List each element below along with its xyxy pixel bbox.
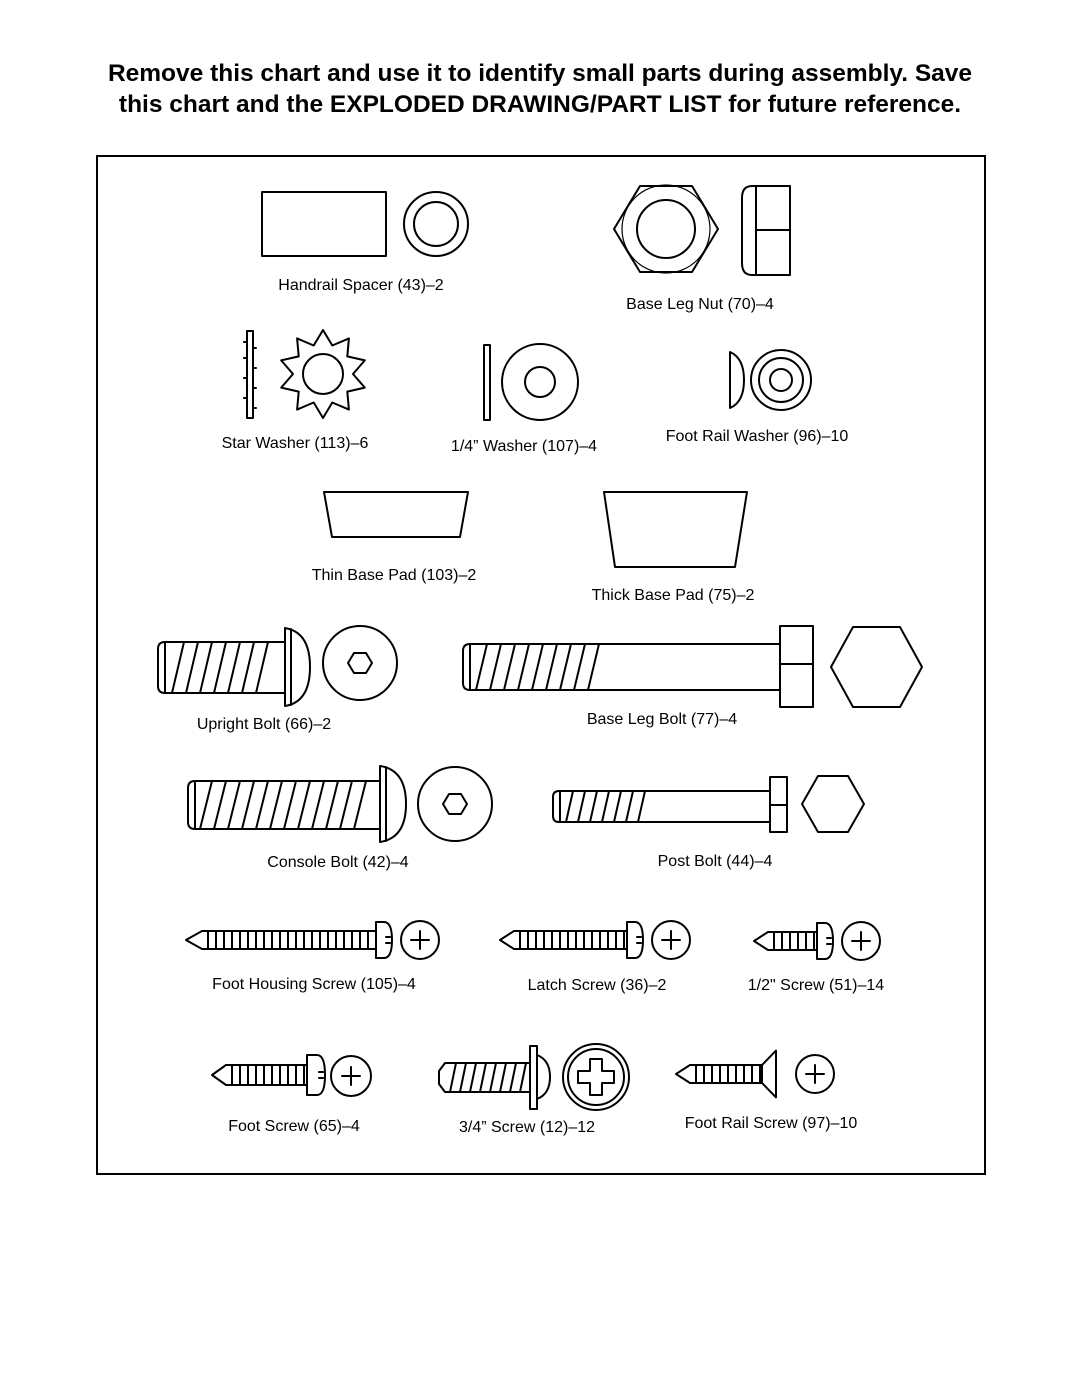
foot-rail-screw-icon [675,1049,835,1099]
heading-line-1: Remove this chart and use it to identify… [107,60,973,87]
page-heading: Remove this chart and use it to identify… [60,58,1020,120]
thick-base-pad-icon [603,491,748,568]
part-label: Foot Rail Screw (97)–10 [685,1115,858,1132]
post-bolt-icon [552,775,865,833]
part-label: 1/4” Washer (107)–4 [451,438,597,455]
part-label: Handrail Spacer (43)–2 [278,277,444,294]
part-label: Thick Base Pad (75)–2 [592,587,755,604]
part-label: Base Leg Bolt (77)–4 [587,711,737,728]
half-inch-screw-icon [753,921,881,961]
upright-bolt-icon [157,625,398,707]
part-label: Foot Housing Screw (105)–4 [212,976,416,993]
part-label: Foot Rail Washer (96)–10 [666,428,849,445]
latch-screw-icon [499,920,691,960]
parts-chart-frame [96,155,986,1175]
foot-rail-washer-icon [729,349,812,411]
part-label: Post Bolt (44)–4 [658,853,773,870]
base-leg-nut-icon [613,184,791,276]
star-washer-icon [243,329,366,419]
part-label: 1/2" Screw (51)–14 [748,977,885,994]
handrail-spacer-icon [261,191,469,257]
part-label: 3/4” Screw (12)–12 [459,1119,595,1136]
thin-base-pad-icon [323,491,469,538]
part-label: Upright Bolt (66)–2 [197,716,331,733]
console-bolt-icon [187,765,493,843]
part-label: Console Bolt (42)–4 [267,854,409,871]
part-label: Thin Base Pad (103)–2 [312,567,477,584]
part-label: Star Washer (113)–6 [222,435,369,452]
part-label: Foot Screw (65)–4 [228,1118,360,1135]
base-leg-bolt-icon [462,625,923,708]
part-label: Base Leg Nut (70)–4 [626,296,774,313]
heading-line-2: this chart and the EXPLODED DRAWING/PART… [118,91,962,118]
three-quarter-inch-screw-icon [438,1043,630,1111]
part-label: Latch Screw (36)–2 [528,977,667,994]
foot-screw-icon [211,1054,372,1097]
foot-housing-screw-icon [185,920,440,960]
quarter-inch-washer-icon [483,343,579,421]
